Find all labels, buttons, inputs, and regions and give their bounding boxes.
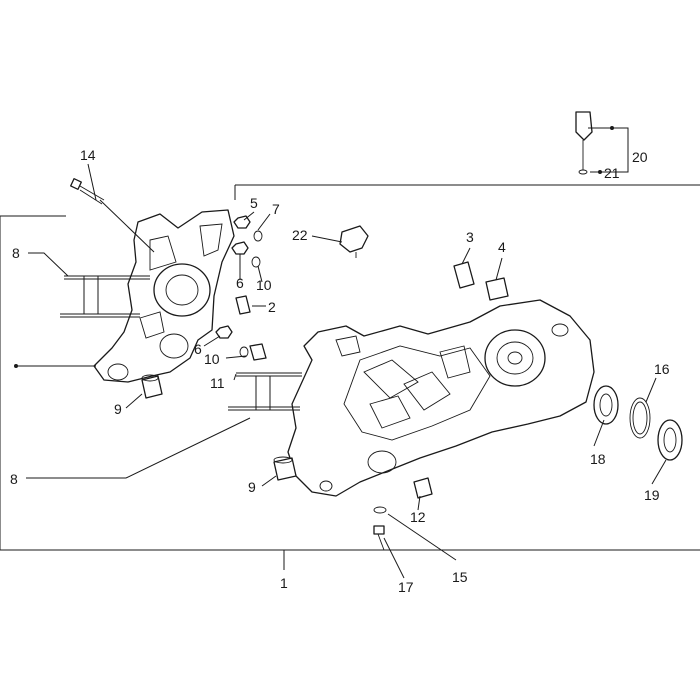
right-crankcase-half <box>287 299 595 497</box>
callout-labels: 14 8 9 8 5 7 6 10 2 6 10 11 9 22 3 4 12 … <box>10 147 670 595</box>
callout-3: 3 <box>466 229 474 245</box>
marker-dots <box>14 126 614 368</box>
callout-7: 7 <box>272 201 280 217</box>
callout-17: 17 <box>398 579 414 595</box>
studs-11 <box>228 372 302 411</box>
callout-18: 18 <box>590 451 606 467</box>
callout-19: 19 <box>644 487 660 503</box>
callout-16: 16 <box>654 361 670 377</box>
oil-seal-19 <box>657 419 683 461</box>
bearing-18 <box>593 385 619 425</box>
circlip-16 <box>629 397 651 439</box>
assembly-bracket <box>0 184 700 570</box>
small-parts <box>141 111 593 551</box>
callout-6-top: 6 <box>236 275 244 291</box>
callout-10-bottom: 10 <box>204 351 220 367</box>
callout-9-right: 9 <box>248 479 256 495</box>
bolt-14 <box>70 178 105 205</box>
callout-14: 14 <box>80 147 96 163</box>
callout-12: 12 <box>410 509 426 525</box>
callout-21: 21 <box>604 165 620 181</box>
callout-1: 1 <box>280 575 288 591</box>
callout-6-bottom: 6 <box>194 341 202 357</box>
callout-4: 4 <box>498 239 506 255</box>
callout-8-bottom: 8 <box>10 471 18 487</box>
callout-11: 11 <box>210 375 225 391</box>
callout-20: 20 <box>632 149 648 165</box>
callout-10-top: 10 <box>256 277 272 293</box>
callout-15: 15 <box>452 569 468 585</box>
callout-5: 5 <box>250 195 258 211</box>
callout-9-left: 9 <box>114 401 122 417</box>
leader-lines <box>16 127 667 579</box>
callout-8-top: 8 <box>12 245 20 261</box>
callout-22: 22 <box>292 227 308 243</box>
studs-8-left <box>60 275 150 318</box>
callout-2: 2 <box>268 299 276 315</box>
left-crankcase-half <box>93 209 235 383</box>
